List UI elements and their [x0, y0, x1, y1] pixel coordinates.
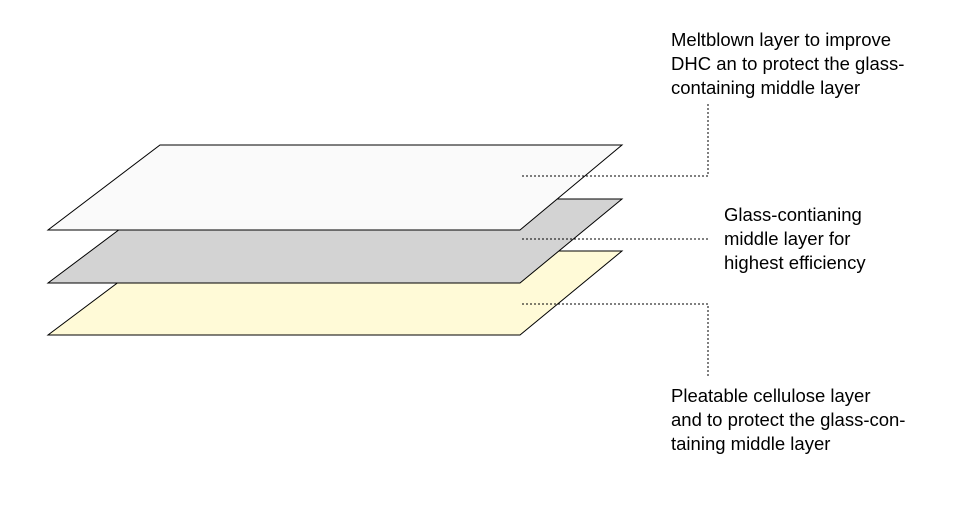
label-line: middle layer for [724, 228, 851, 249]
label-line: taining middle layer [671, 433, 831, 454]
label-line: Glass-contianing [724, 204, 862, 225]
label-line: DHC an to protect the glass- [671, 53, 905, 74]
label-line: Pleatable cellulose layer [671, 385, 871, 406]
glass-layer-label: Glass-contianing middle layer for highes… [724, 203, 866, 275]
label-line: containing middle layer [671, 77, 861, 98]
meltblown-layer [46, 144, 624, 231]
label-line: and to protect the glass-con- [671, 409, 906, 430]
leader-line-top [522, 103, 709, 177]
label-line: highest efficiency [724, 252, 866, 273]
label-line: Meltblown layer to improve [671, 29, 892, 50]
meltblown-layer-label: Meltblown layer to improve DHC an to pro… [671, 28, 904, 100]
cellulose-layer-label: Pleatable cellulose layer and to protect… [671, 384, 905, 456]
leader-line-bottom [522, 303, 709, 378]
